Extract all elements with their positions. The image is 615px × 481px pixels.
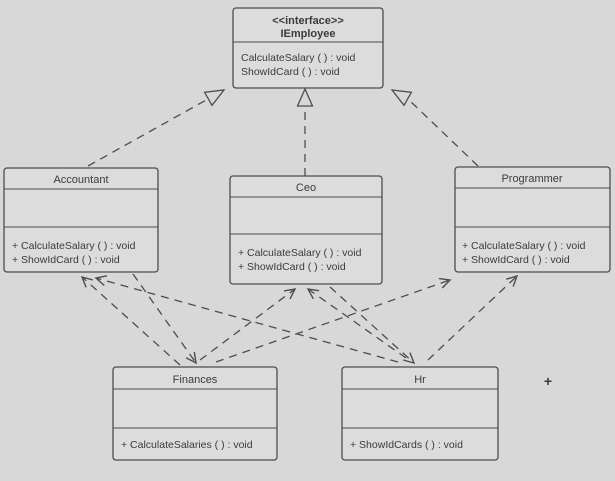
interface-box-iemployee[interactable]: <<interface>> IEmployee CalculateSalary …	[232, 7, 384, 89]
dependency-hr-programmer	[427, 274, 519, 361]
realization-programmer-iemployee	[390, 89, 479, 167]
class-name: Accountant	[53, 174, 108, 186]
dependency-accountant-finances	[132, 273, 197, 365]
class-box-accountant[interactable]: Accountant + CalculateSalary ( ) : void …	[3, 167, 159, 273]
hollow-triangle-arrowhead	[203, 89, 226, 107]
class-name: Hr	[414, 374, 426, 386]
dependency-ceo-hr	[329, 286, 416, 365]
class-method: + CalculateSalary ( ) : void	[238, 247, 362, 259]
class-method: + CalculateSalary ( ) : void	[12, 240, 136, 252]
class-box-ceo[interactable]: Ceo + CalculateSalary ( ) : void + ShowI…	[229, 175, 383, 285]
class-method: + ShowIdCard ( ) : void	[12, 254, 120, 266]
interface-stereotype: <<interface>>	[272, 15, 344, 27]
class-name: Programmer	[501, 173, 562, 185]
class-method: + ShowIdCard ( ) : void	[238, 261, 346, 273]
class-method: + CalculateSalaries ( ) : void	[121, 439, 253, 451]
crosshair-cursor-icon: +	[544, 373, 552, 389]
class-name: Ceo	[296, 182, 316, 194]
dependency-hr-ceo	[306, 288, 407, 359]
class-name: Finances	[173, 374, 218, 386]
hollow-triangle-arrowhead	[390, 89, 413, 107]
class-box-programmer[interactable]: Programmer + CalculateSalary ( ) : void …	[454, 166, 611, 273]
dependency-finances-programmer	[215, 277, 452, 363]
hollow-triangle-arrowhead	[296, 87, 314, 107]
class-method: + ShowIdCard ( ) : void	[462, 254, 570, 266]
class-box-finances[interactable]: Finances + CalculateSalaries ( ) : void	[112, 366, 278, 461]
realization-accountant-iemployee	[87, 89, 226, 167]
class-method: + CalculateSalary ( ) : void	[462, 240, 586, 252]
class-method: + ShowIdCards ( ) : void	[350, 439, 463, 451]
interface-name: IEmployee	[280, 28, 335, 40]
class-box-hr[interactable]: Hr + ShowIdCards ( ) : void	[341, 366, 499, 461]
dependency-finances-ceo	[199, 288, 297, 361]
dependency-finances-accountant	[80, 275, 181, 366]
realization-ceo-iemployee	[296, 87, 314, 176]
interface-method: ShowIdCard ( ) : void	[241, 66, 340, 78]
dependency-hr-accountant	[94, 275, 399, 363]
interface-method: CalculateSalary ( ) : void	[241, 52, 356, 64]
